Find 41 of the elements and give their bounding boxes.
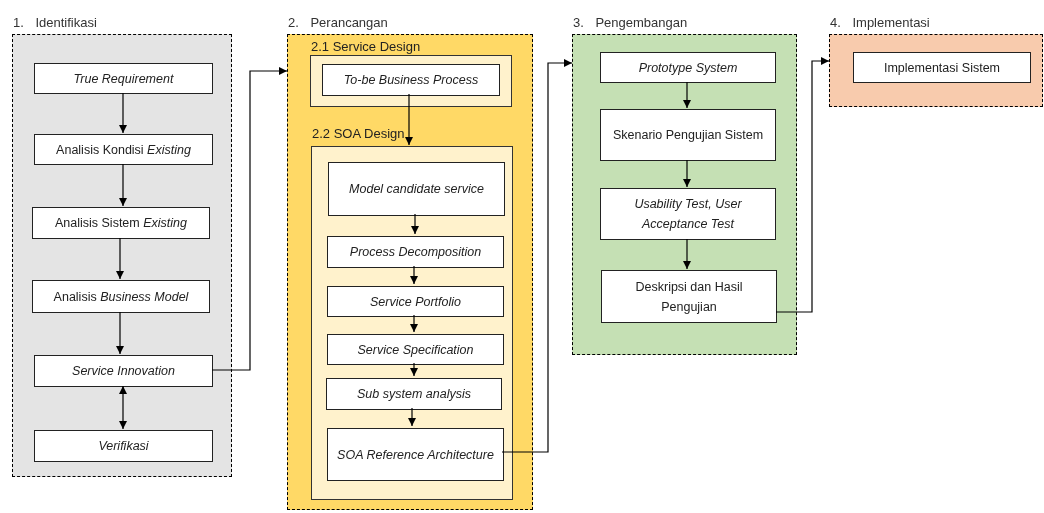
arrow (408, 407, 416, 427)
process-box: Analisis Sistem Existing (32, 207, 210, 239)
arrow (411, 213, 419, 235)
arrow (410, 362, 418, 377)
process-box: True Requirement (34, 63, 213, 94)
process-box: Process Decomposition (327, 236, 504, 268)
process-box: Service Innovation (34, 355, 213, 387)
process-box: Prototype System (600, 52, 776, 83)
arrow (116, 311, 124, 355)
arrow (119, 163, 127, 207)
arrow (775, 57, 830, 313)
process-box: Verifikasi (34, 430, 213, 462)
phase-heading: 1. Identifikasi (13, 14, 97, 32)
phase-heading: 2. Perancangan (288, 14, 388, 32)
process-box: Deskripsi dan Hasil Pengujian (601, 270, 777, 323)
process-box: Model candidate service (328, 162, 505, 216)
arrow (211, 67, 288, 371)
arrow (405, 93, 413, 146)
arrow (683, 159, 691, 188)
process-box: Skenario Pengujian Sistem (600, 109, 776, 161)
arrow (119, 385, 127, 430)
phase-heading: 4. Implementasi (830, 14, 930, 32)
process-box: Implementasi Sistem (853, 52, 1031, 83)
process-box: SOA Reference Architecture (327, 428, 504, 481)
process-box: Sub system analysis (326, 378, 502, 410)
arrow (116, 237, 124, 280)
arrow (410, 265, 418, 285)
process-box: Service Specification (327, 334, 504, 365)
arrow (501, 59, 573, 453)
group-heading: 2.2 SOA Design (312, 127, 405, 140)
process-box: To-be Business Process (322, 64, 500, 96)
process-box: Analisis Business Model (32, 280, 210, 313)
arrow (119, 92, 127, 134)
phase-heading: 3. Pengembangan (573, 14, 688, 32)
arrow (683, 81, 691, 109)
process-box: Service Portfolio (327, 286, 504, 317)
group-heading: 2.1 Service Design (311, 40, 421, 53)
process-box: Usability Test, User Acceptance Test (600, 188, 776, 240)
process-box: Analisis Kondisi Existing (34, 134, 213, 165)
arrow (410, 314, 418, 333)
arrow (683, 238, 691, 270)
